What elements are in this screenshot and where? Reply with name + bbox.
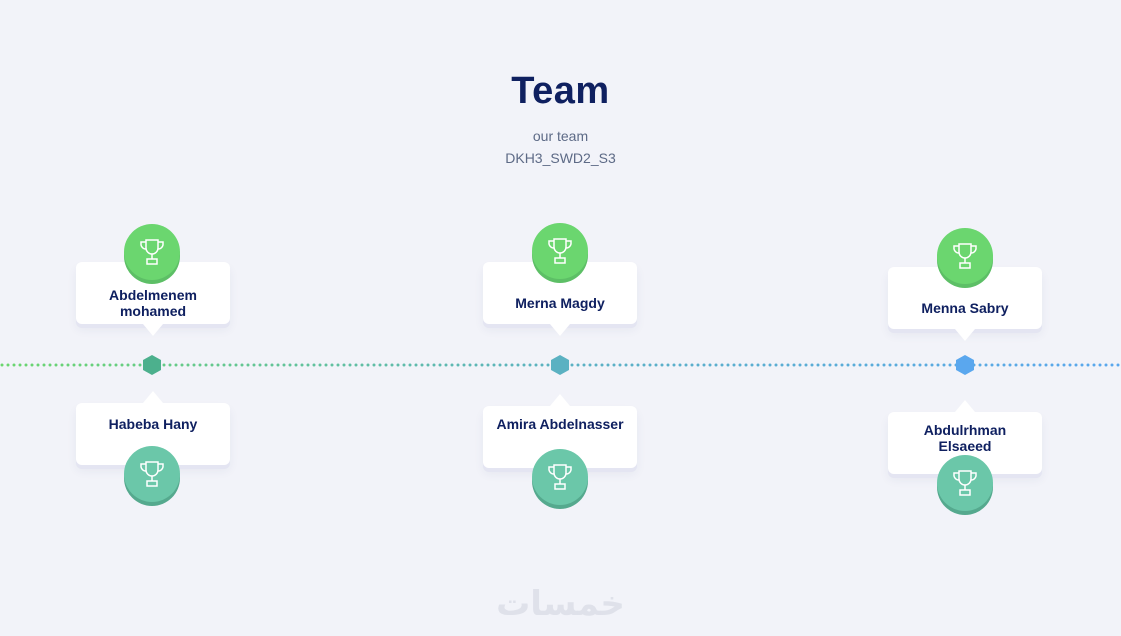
trophy-badge xyxy=(937,228,993,284)
khamsat-watermark: خمسات xyxy=(496,584,625,624)
trophy-icon xyxy=(140,239,164,265)
card-pointer xyxy=(143,324,163,336)
trophy-badge xyxy=(124,224,180,280)
trophy-icon xyxy=(953,243,977,269)
trophy-icon xyxy=(548,238,572,264)
member-name: Amira Abdelnasser xyxy=(496,416,624,432)
timeline-node xyxy=(551,355,569,375)
page-title: Team xyxy=(511,70,610,112)
member-name: Abdelmenem mohamed xyxy=(109,287,197,319)
timeline-node xyxy=(143,355,161,375)
trophy-icon xyxy=(140,461,164,487)
member-name: Merna Magdy xyxy=(515,295,605,311)
card-pointer xyxy=(955,329,975,341)
card-pointer xyxy=(550,394,570,406)
card-pointer xyxy=(143,391,163,403)
trophy-badge xyxy=(532,223,588,279)
trophy-icon xyxy=(548,464,572,490)
member-card: Abdulrhman Elsaeed xyxy=(888,400,1042,474)
page-subtitle: our team xyxy=(532,128,589,144)
trophy-badge xyxy=(532,449,588,505)
member-card: Habeba Hany xyxy=(76,391,230,465)
trophy-badge xyxy=(937,455,993,511)
member-name: Menna Sabry xyxy=(921,300,1009,316)
member-name: Abdulrhman Elsaeed xyxy=(923,422,1007,454)
member-name: Habeba Hany xyxy=(108,416,198,432)
timeline-node xyxy=(956,355,974,375)
card-pointer xyxy=(955,400,975,412)
group-code: DKH3_SWD2_S3 xyxy=(505,150,616,166)
trophy-badge xyxy=(124,446,180,502)
card-pointer xyxy=(550,324,570,336)
trophy-icon xyxy=(953,470,977,496)
